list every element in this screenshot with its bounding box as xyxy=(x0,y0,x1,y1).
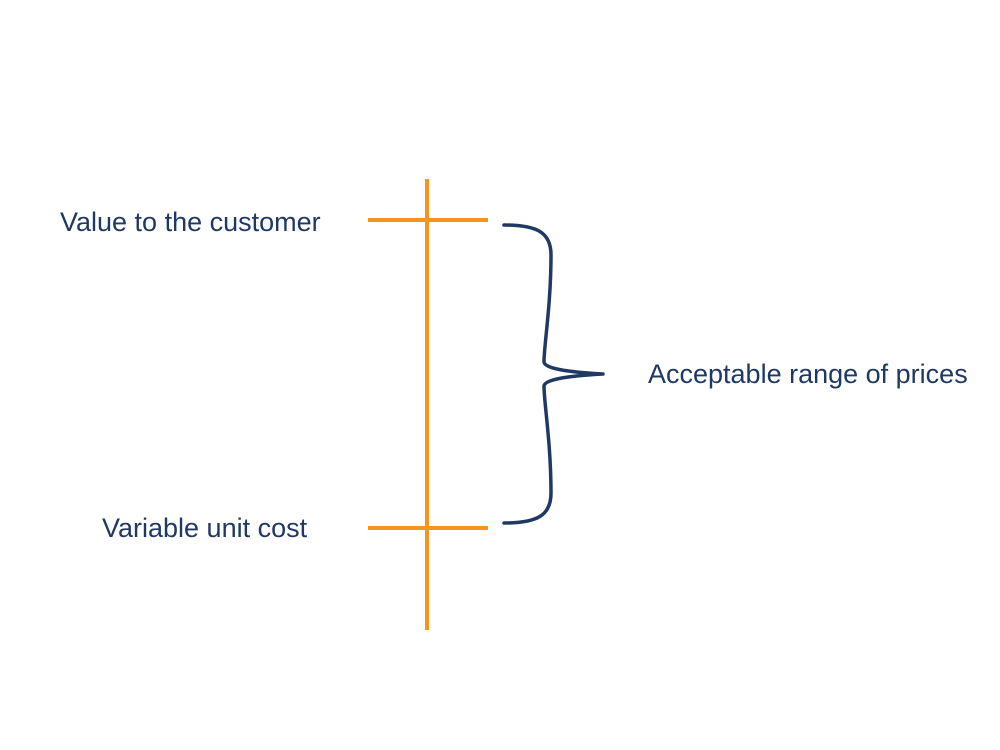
range-brace xyxy=(502,223,605,525)
acceptable-range-label: Acceptable range of prices xyxy=(648,358,968,389)
value-to-customer-label: Value to the customer xyxy=(60,206,321,237)
variable-unit-cost-label: Variable unit cost xyxy=(102,512,308,543)
